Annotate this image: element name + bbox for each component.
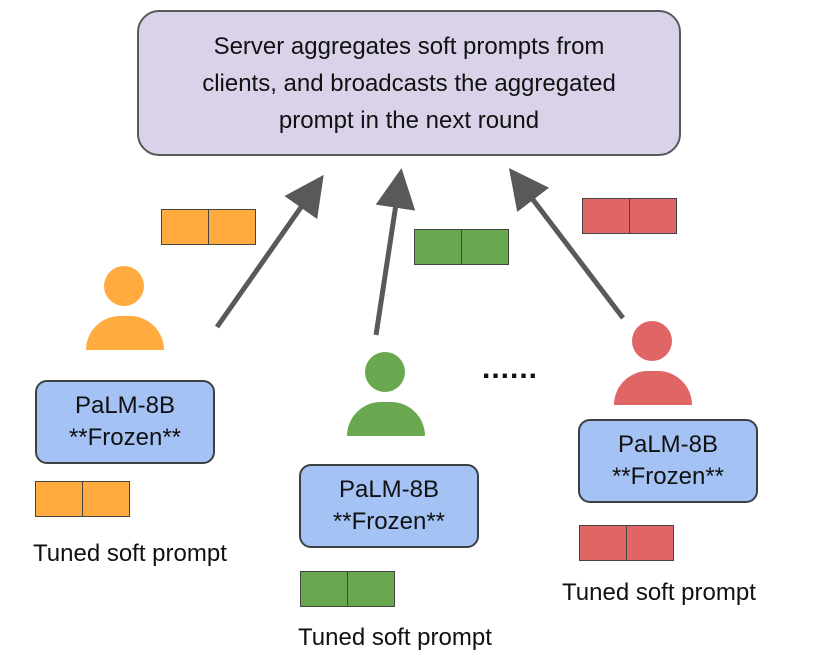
client1-model-box: PaLM-8B **Frozen** xyxy=(35,380,215,464)
client1-tuned-prompt xyxy=(35,481,130,517)
client2-model-box: PaLM-8B **Frozen** xyxy=(299,464,479,548)
client2-caption: Tuned soft prompt xyxy=(298,624,492,651)
client2-tuned-prompt xyxy=(300,571,395,607)
arrow-client2-to-server xyxy=(373,168,416,336)
uploaded-prompt-green xyxy=(414,229,509,265)
client1-model-name: PaLM-8B xyxy=(74,392,176,419)
prompt-cell xyxy=(348,571,395,607)
prompt-cell xyxy=(300,571,348,607)
prompt-cell xyxy=(209,209,256,245)
uploaded-prompt-orange xyxy=(161,209,256,245)
client2-model-status: **Frozen** xyxy=(332,508,446,535)
client3-model-status: **Frozen** xyxy=(611,463,725,490)
prompt-cell xyxy=(630,198,677,234)
arrow-client3-to-server xyxy=(508,168,625,320)
prompt-cell xyxy=(579,525,627,561)
client2-person-icon xyxy=(347,352,425,436)
client1-model-status: **Frozen** xyxy=(68,424,182,451)
client3-model-box: PaLM-8B **Frozen** xyxy=(578,419,758,503)
prompt-cell xyxy=(35,481,83,517)
client1-caption: Tuned soft prompt xyxy=(33,540,227,567)
client3-person-icon xyxy=(614,321,692,405)
arrow-client1-to-server xyxy=(214,174,324,329)
client2-model-name: PaLM-8B xyxy=(338,476,440,503)
server-text: Server aggregates soft prompts from clie… xyxy=(202,32,616,134)
more-clients-ellipsis: ...... xyxy=(482,352,539,385)
prompt-cell xyxy=(462,229,509,265)
server-box: Server aggregates soft prompts from clie… xyxy=(137,10,681,156)
prompt-cell xyxy=(414,229,462,265)
prompt-cell xyxy=(161,209,209,245)
prompt-cell xyxy=(582,198,630,234)
client1-person-icon xyxy=(86,266,164,350)
uploaded-prompt-red xyxy=(582,198,677,234)
prompt-cell xyxy=(83,481,130,517)
client3-caption: Tuned soft prompt xyxy=(562,579,756,606)
client3-model-name: PaLM-8B xyxy=(617,431,719,458)
client3-tuned-prompt xyxy=(579,525,674,561)
prompt-cell xyxy=(627,525,674,561)
